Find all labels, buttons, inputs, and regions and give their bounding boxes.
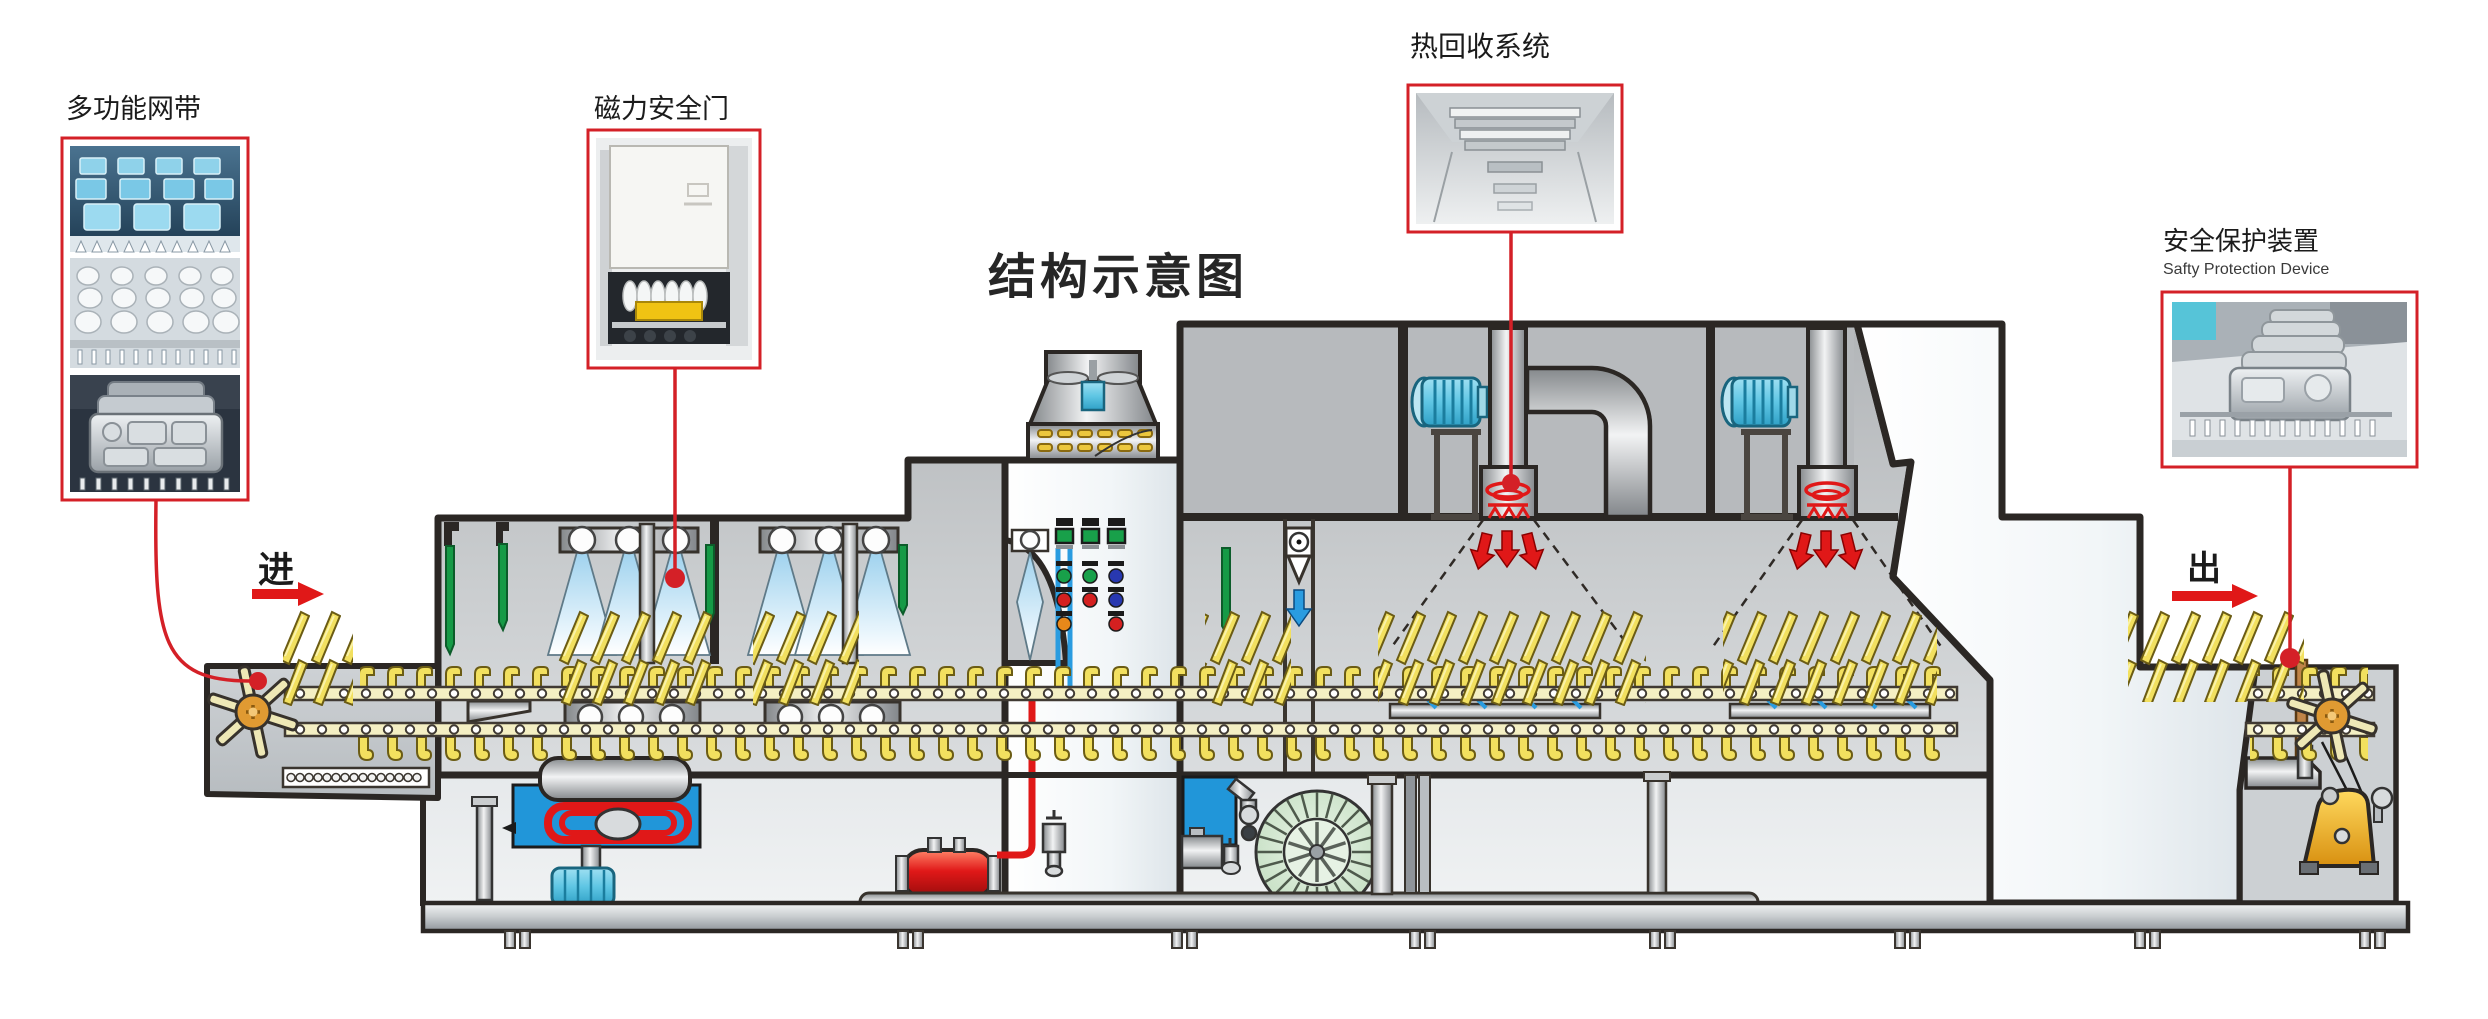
support-bar: [1418, 774, 1431, 894]
plenum-partition: [1706, 324, 1715, 517]
blower-2: [1720, 376, 1799, 428]
fan-blade: [1097, 371, 1139, 385]
green-curtain: [445, 545, 455, 657]
control-panel: [1054, 518, 1127, 632]
callout-safety-device: 安全保护装置 Safty Protection Device: [2160, 226, 2419, 668]
photo-safety-device: [2172, 302, 2407, 457]
curtain-bracket: [444, 522, 459, 546]
safety-device-label-en: Safty Protection Device: [2163, 261, 2329, 278]
callout-line: [154, 499, 251, 683]
legs: [504, 930, 2386, 949]
rinse-water-film: [1016, 548, 1044, 661]
support-pillar: [1370, 776, 1394, 896]
photo-blue-trays: [70, 146, 240, 253]
air-duct: [1806, 326, 1847, 471]
handwheel: [2370, 786, 2394, 810]
out-label: 出: [2187, 550, 2221, 588]
heater-element: [1804, 481, 1850, 519]
entrance-hood: [444, 522, 509, 657]
drain-standpipe: [475, 801, 494, 902]
photo-magnetic-door: [596, 138, 752, 360]
blower-1: [1410, 376, 1489, 428]
overflow-fittings: [1226, 777, 1260, 842]
diagram-title: 结构示意图: [988, 251, 1248, 304]
support-bar: [1404, 774, 1417, 894]
solenoid-valve: [1180, 827, 1241, 875]
safety-device-label: 安全保护装置: [2163, 226, 2319, 256]
drain-arrow-icon: [502, 822, 516, 834]
photo-plates: [70, 258, 240, 368]
plenum-partition: [1398, 324, 1408, 517]
out-arrow: [2172, 584, 2258, 608]
exhaust-fan-unit: [1026, 350, 1160, 462]
callout-dot: [1502, 474, 1520, 492]
air-duct: [1488, 326, 1528, 471]
fan-blade: [1047, 371, 1089, 385]
photo-duct-interior: [1416, 93, 1614, 224]
magnetic-door-label: 磁力安全门: [594, 94, 729, 124]
dosing-valves: [1041, 810, 1067, 878]
green-curtain: [898, 544, 908, 617]
indicator-lights: [1056, 561, 1124, 632]
rinse-tower: [997, 350, 1184, 911]
panel-buttons: [1054, 518, 1127, 549]
pump-housing: [594, 807, 642, 841]
callout-magnetic-door: 磁力安全门: [586, 94, 762, 588]
green-curtain: [498, 543, 508, 633]
in-arrow: [252, 582, 324, 606]
mesh-belt-label: 多功能网带: [66, 94, 201, 124]
strainer-cylinder: [538, 756, 692, 802]
heat-exchanger-elbow: [1524, 365, 1653, 520]
in-label: 进: [258, 549, 294, 590]
flow-direction-out: 出: [2172, 550, 2258, 608]
dishwasher-machine: 进 出: [204, 320, 2411, 949]
wash-pump: [550, 866, 616, 907]
dish-rack: [635, 301, 703, 321]
heat-recovery-label: 热回收系统: [1410, 31, 1550, 62]
door-panel: [609, 145, 729, 269]
machine-base: [420, 900, 2411, 949]
curtain-bracket: [496, 522, 509, 546]
callout-dot: [249, 672, 267, 690]
flight-clusters: [283, 598, 2304, 706]
blower-stand: [1431, 429, 1483, 520]
blow-tray: [1728, 702, 1932, 720]
support-pillar: [1646, 773, 1668, 895]
callout-mesh-belt: 多功能网带: [60, 94, 267, 690]
hot-water-pipe: [997, 688, 1036, 859]
radial-fan: [1254, 789, 1382, 917]
conveyor: [205, 598, 2380, 764]
callout-dot: [2280, 648, 2300, 668]
blower-stand: [1741, 429, 1793, 520]
blow-tray: [1388, 702, 1602, 720]
hanging-fingers: [352, 737, 1948, 763]
callout-heat-recovery: 热回收系统: [1406, 31, 1624, 492]
drive-motor: [2299, 786, 2394, 875]
flow-direction-in: 进: [252, 549, 324, 606]
fan-motor: [1080, 380, 1106, 412]
callout-dot: [665, 568, 685, 588]
photo-metal-trays: [70, 375, 240, 492]
